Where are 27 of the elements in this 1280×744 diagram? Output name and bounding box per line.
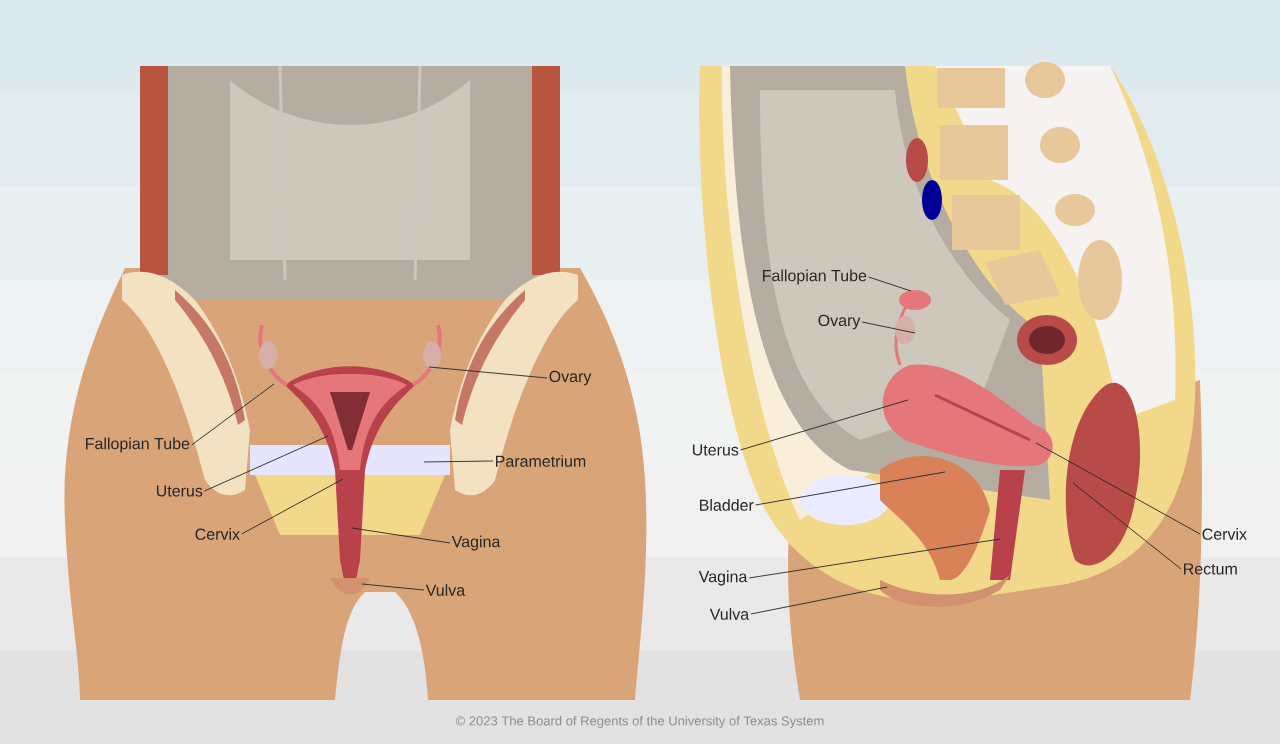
leader-line	[361, 583, 425, 591]
part-label: Vulva	[709, 608, 750, 620]
part-label: Bladder	[700, 499, 754, 511]
leader-line	[861, 321, 916, 334]
part-label: Uterus	[156, 485, 203, 497]
part-label: Vagina	[451, 535, 501, 551]
leader-line	[868, 276, 912, 292]
part-label: Fallopian Tube	[763, 269, 867, 285]
leader-line	[750, 586, 888, 615]
part-label: Cervix	[1202, 528, 1247, 540]
leader-line	[740, 399, 909, 451]
leader-line	[423, 460, 494, 463]
part-label: Cervix	[195, 528, 240, 540]
leader-line	[241, 478, 344, 535]
copyright-note: © 2023 The Board of Regents of the University of Texas System	[455, 715, 824, 729]
part-label: Ovary	[818, 314, 861, 330]
part-label: Fallopian Tube	[86, 437, 190, 453]
leader-line	[351, 527, 451, 544]
part-label: Vagina	[698, 570, 748, 586]
leader-line	[428, 366, 548, 379]
leader-line	[1035, 442, 1201, 535]
part-label: Vulva	[425, 584, 466, 596]
leader-line	[748, 538, 1001, 579]
part-label: Ovary	[549, 370, 592, 386]
part-label: Parametrium	[496, 455, 586, 467]
leader-line	[1072, 482, 1182, 570]
part-label: Uterus	[692, 444, 739, 456]
